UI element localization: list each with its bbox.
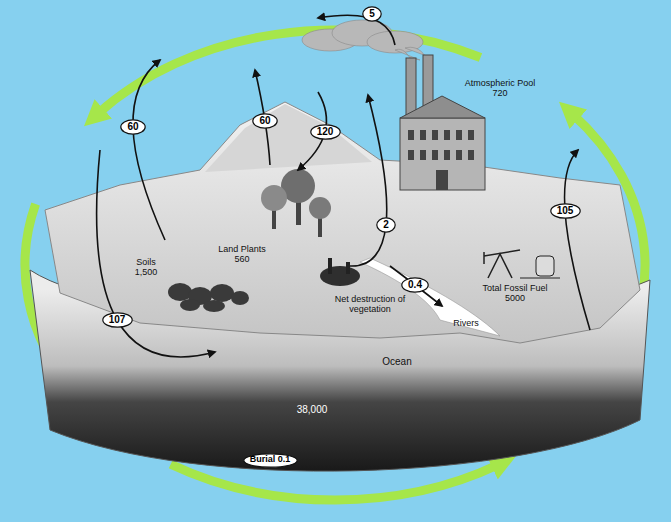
flux-badge: 2 xyxy=(376,217,396,233)
flux-badge: 120 xyxy=(310,124,341,140)
flux-value: 60 xyxy=(120,121,146,132)
label-text: Net destruction of vegetation xyxy=(335,294,406,314)
label-text: Rivers xyxy=(453,318,479,328)
trees xyxy=(261,169,331,237)
flux-value: 60 xyxy=(252,115,278,126)
shrubs xyxy=(168,283,249,312)
mountain xyxy=(205,104,372,172)
flux-arrows xyxy=(97,15,590,357)
flux-value: 5 xyxy=(362,8,382,19)
flux-badge: 60 xyxy=(252,113,278,129)
flux-badge: Burial 0.1 xyxy=(243,453,298,468)
flux-value: 0.4 xyxy=(401,279,429,290)
smoke-cloud xyxy=(302,20,432,60)
label-text: Land Plants 560 xyxy=(218,244,266,264)
label-text: Total Fossil Fuel 5000 xyxy=(482,283,547,303)
flux-badge: 107 xyxy=(102,312,133,328)
flux-value: Burial 0.1 xyxy=(243,455,298,465)
flux-value: 105 xyxy=(550,205,581,216)
flux-badge: 0.4 xyxy=(401,277,429,293)
label-text: Ocean xyxy=(382,356,411,367)
label-text: 38,000 xyxy=(297,404,328,415)
flux-badge: 60 xyxy=(120,119,146,135)
flux-label: Net destruction of vegetation xyxy=(334,294,406,315)
reservoir-label: Total Fossil Fuel 5000 xyxy=(477,283,553,304)
river-label: Rivers xyxy=(446,318,486,328)
reservoir-value: 38,000 xyxy=(282,404,342,416)
label-text: Soils 1,500 xyxy=(135,257,158,277)
flux-value: 2 xyxy=(376,219,396,230)
flux-value: 107 xyxy=(102,314,133,325)
reservoir-label: Land Plants 560 xyxy=(214,244,270,265)
label-text: Atmospheric Pool 720 xyxy=(465,78,536,98)
region-label: Ocean xyxy=(372,356,422,368)
flux-badge: 105 xyxy=(550,203,581,219)
factory xyxy=(400,55,485,190)
reservoir-label: Soils 1,500 xyxy=(130,257,162,278)
flux-value: 120 xyxy=(310,126,341,137)
reservoir-label: Atmospheric Pool 720 xyxy=(458,78,542,99)
cleared-vegetation xyxy=(320,258,360,286)
flux-badge: 5 xyxy=(362,6,382,22)
oil-pump xyxy=(484,250,560,278)
